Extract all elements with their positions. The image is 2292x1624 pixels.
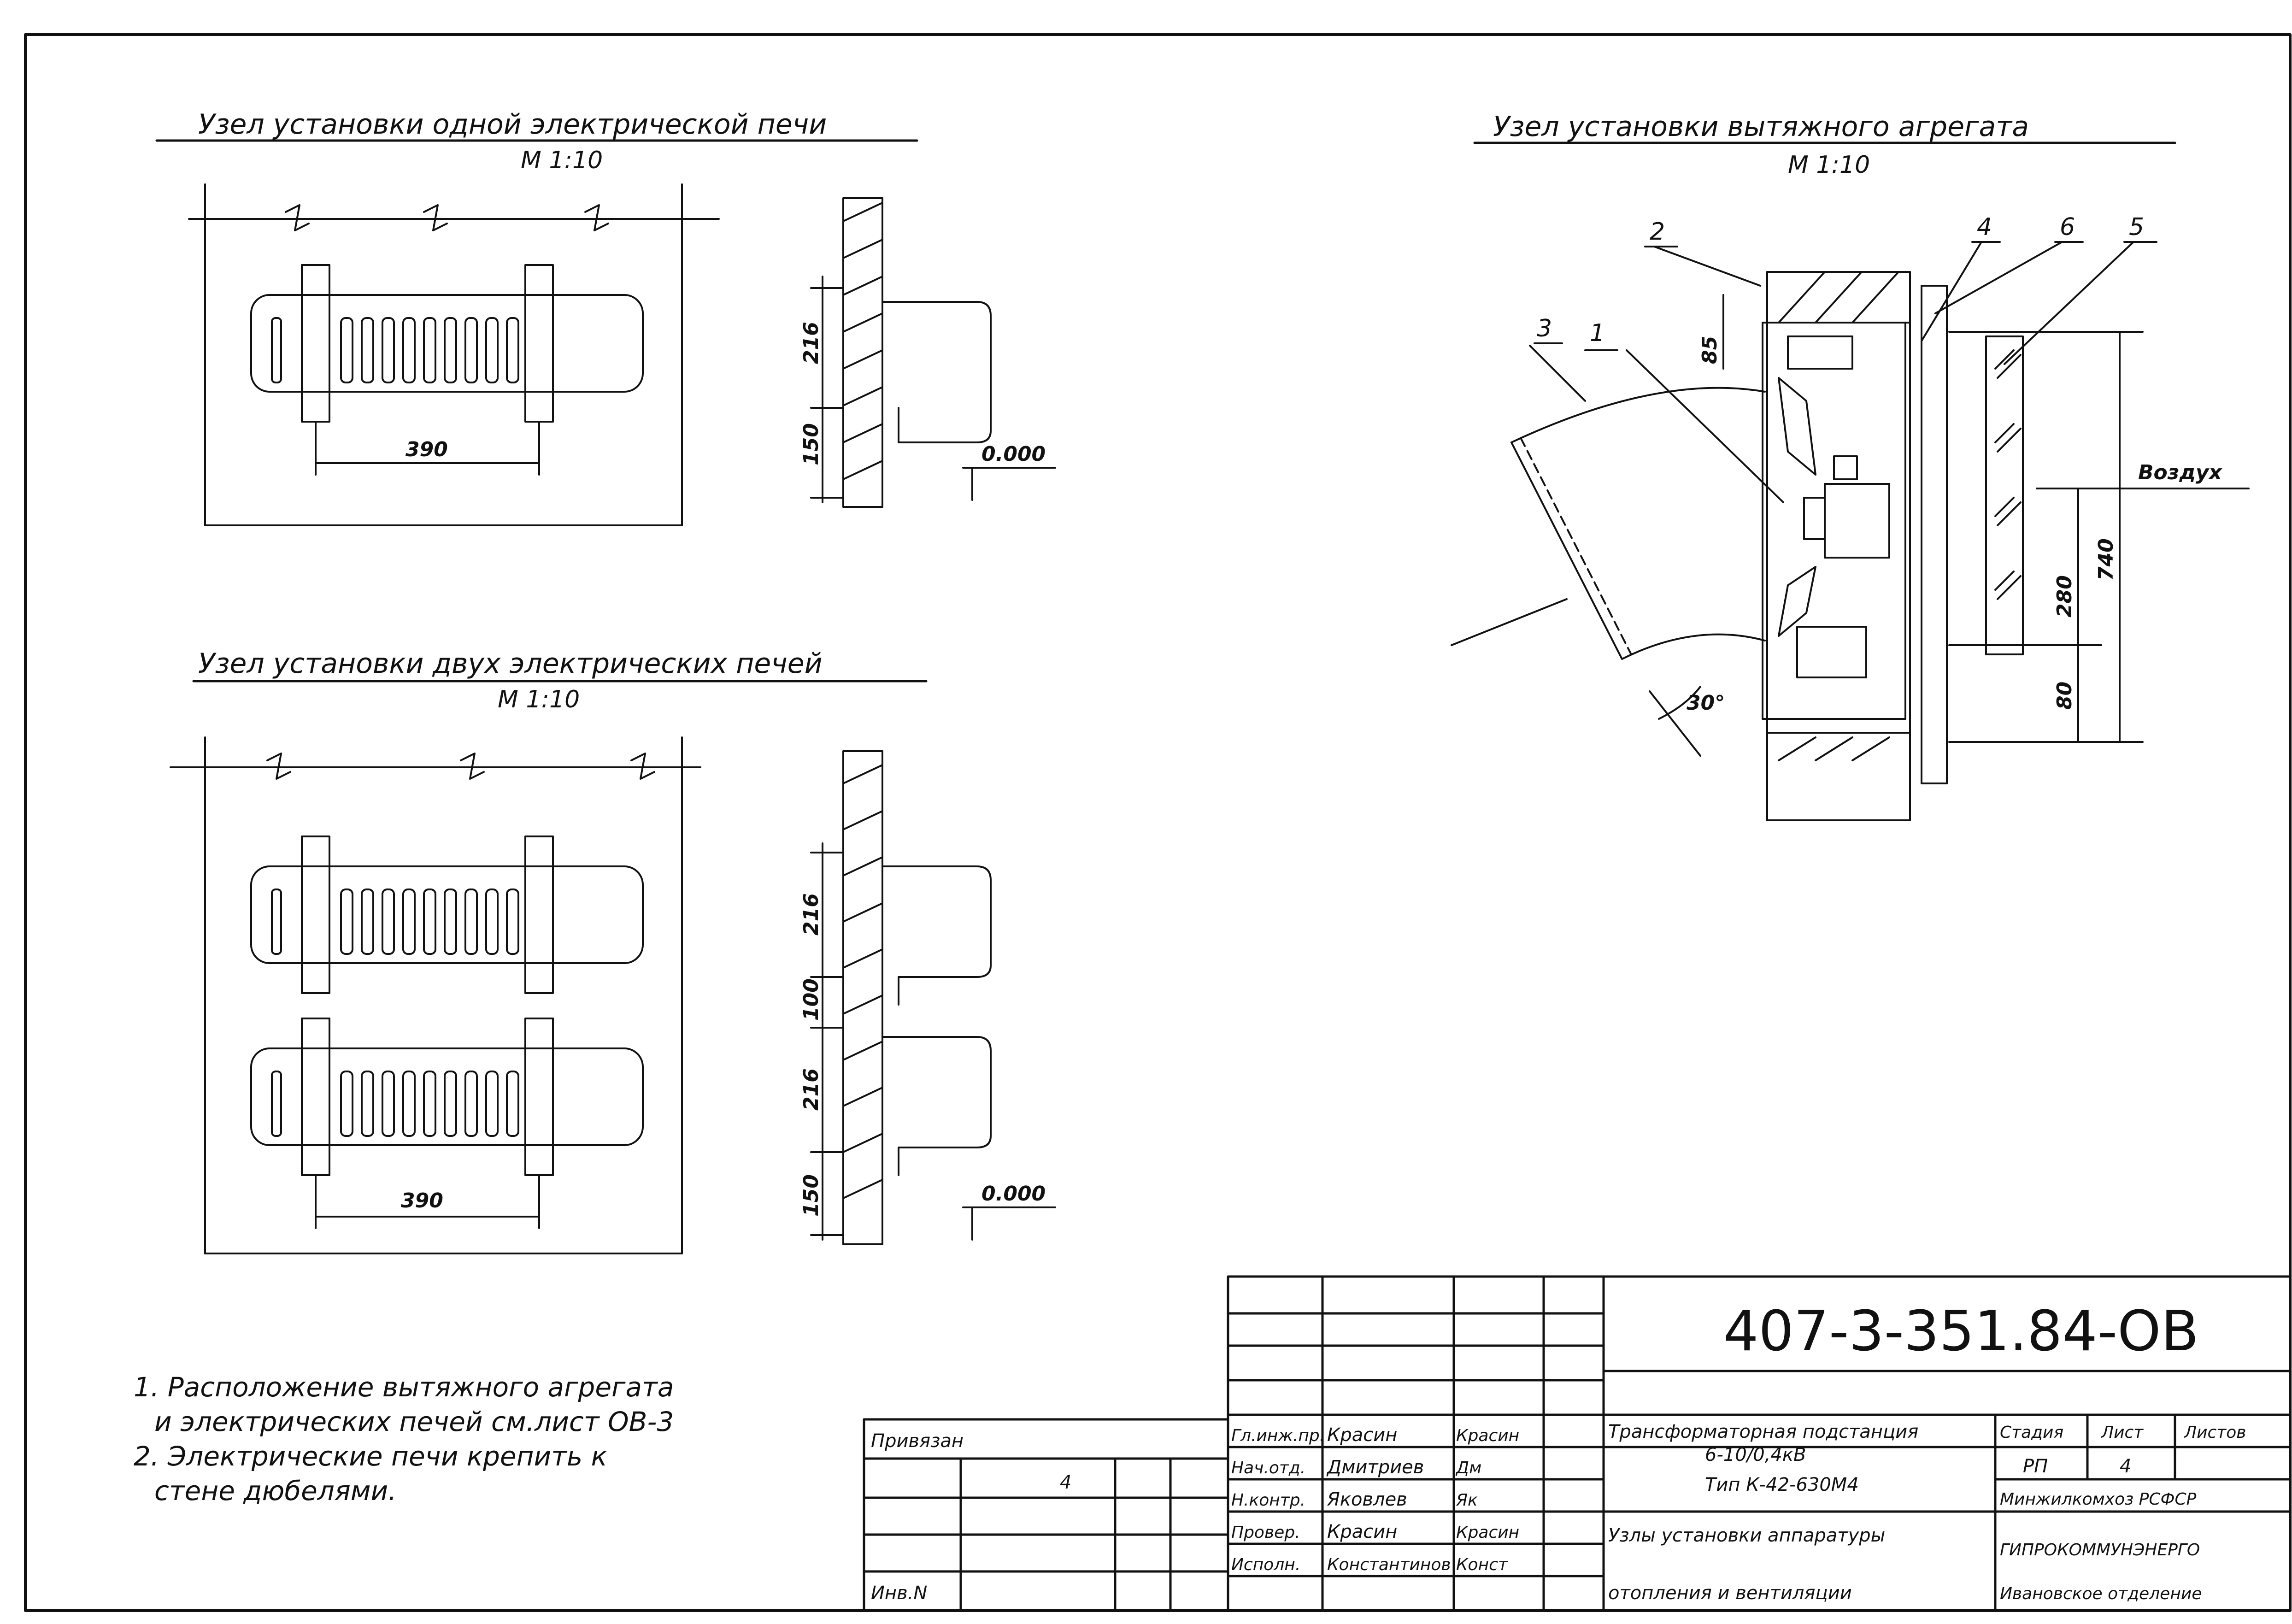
view-two-heaters-scale: М 1:10 (498, 686, 580, 713)
one-heater-dim-150: 150 (799, 423, 823, 465)
tied-mark: 4 (1060, 1472, 1071, 1493)
sheet-title-2: отопления и вентиляции (1608, 1583, 1852, 1604)
project-line-1: Трансформаторная подстанция (1608, 1421, 1918, 1442)
role-2: Н.контр. (1231, 1491, 1305, 1510)
name-1: Дмитриев (1326, 1457, 1424, 1478)
callout-5: 5 (2129, 213, 2144, 241)
two-heaters-dim-h3: 216 (799, 1068, 823, 1111)
callout-6: 6 (2060, 213, 2075, 241)
sign-2: Як (1456, 1491, 1478, 1510)
view-two-heaters-title: Узел установки двух электрических печей (198, 647, 823, 680)
sign-4: Конст (1456, 1555, 1508, 1574)
sheet-title-1: Узлы установки аппаратуры (1608, 1525, 1885, 1546)
callout-4: 4 (1977, 213, 1992, 241)
view-one-heater-title: Узел установки одной электрической печи (198, 108, 827, 141)
sheets-header: Листов (2183, 1423, 2246, 1442)
sheet-header: Лист (2100, 1423, 2144, 1442)
two-heaters-dim-h1: 216 (799, 893, 823, 936)
exhaust-air-label: Воздух (2138, 461, 2223, 484)
role-1: Нач.отд. (1231, 1459, 1305, 1477)
exhaust-dim-85: 85 (1698, 336, 1722, 364)
two-heaters-dim-h4: 150 (799, 1174, 823, 1217)
signature-rows: Гл.инж.пр. Красин Красин Нач.отд. Дмитри… (1231, 1424, 1519, 1574)
one-heater-dim-width: 390 (406, 438, 448, 461)
callout-2: 2 (1650, 218, 1665, 246)
name-4: Константинов (1327, 1555, 1451, 1574)
exhaust-unit-drawing (1451, 241, 2250, 821)
role-3: Провер. (1231, 1523, 1300, 1542)
doc-code: 407-3-351.84-ОВ (1723, 1300, 2199, 1364)
one-heater-plan (188, 183, 720, 526)
sign-0: Красин (1456, 1426, 1519, 1445)
view-exhaust-unit-scale: М 1:10 (1788, 151, 1870, 179)
stage-value: РП (2023, 1456, 2048, 1477)
org-line-2: ГИПРОКОММУНЭНЕРГО (2000, 1541, 2200, 1559)
note-line-1: 1. Расположение вытяжного агрегата (134, 1371, 674, 1403)
callout-1: 1 (1590, 319, 1605, 347)
name-0: Красин (1327, 1424, 1397, 1446)
project-line-2: 6-10/0,4кВ (1705, 1444, 1806, 1465)
callout-3: 3 (1537, 315, 1552, 342)
org-line-3: Ивановское отделение (2000, 1584, 2202, 1603)
two-heaters-dim-width: 390 (401, 1189, 443, 1212)
two-heaters-level: 0.000 (981, 1182, 1046, 1206)
sign-3: Красин (1456, 1523, 1519, 1542)
view-one-heater: Узел установки одной электрической печи … (155, 108, 1056, 526)
name-3: Красин (1327, 1521, 1397, 1542)
one-heater-level: 0.000 (981, 442, 1046, 466)
exhaust-dim-740: 740 (2094, 538, 2118, 581)
name-2: Яковлев (1327, 1489, 1407, 1510)
stage-header: Стадия (2000, 1423, 2063, 1442)
tied-label: Привязан (871, 1430, 964, 1452)
inv-label: Инв.N (871, 1583, 927, 1604)
exhaust-dim-280: 280 (2053, 575, 2076, 618)
one-heater-section (810, 197, 1056, 508)
view-exhaust-unit-title: Узел установки вытяжного агрегата (1493, 111, 2029, 143)
sign-1: Дм (1455, 1459, 1481, 1477)
two-heaters-dim-h2: 100 (799, 978, 823, 1021)
view-one-heater-scale: М 1:10 (521, 147, 603, 174)
role-4: Исполн. (1231, 1555, 1300, 1574)
one-heater-dim-216: 216 (799, 322, 823, 364)
org-line-1: Минжилкомхоз РСФСР (2000, 1490, 2197, 1509)
project-line-3: Тип К-42-630М4 (1705, 1474, 1859, 1495)
two-heaters-section (810, 750, 1056, 1245)
exhaust-angle: 30° (1687, 691, 1725, 715)
view-exhaust-unit: Узел установки вытяжного агрегата М 1:10 (1451, 111, 2250, 821)
sheet-value: 4 (2120, 1456, 2131, 1477)
two-heaters-plan (170, 736, 701, 1254)
note-line-4: стене дюбелями. (154, 1475, 397, 1506)
role-0: Гл.инж.пр. (1231, 1426, 1325, 1445)
note-line-3: 2. Электрические печи крепить к (134, 1441, 607, 1472)
notes: 1. Расположение вытяжного агрегата и эле… (134, 1371, 674, 1506)
exhaust-dim-80: 80 (2053, 682, 2076, 710)
title-block (863, 1275, 2292, 1612)
note-line-2: и электрических печей см.лист ОВ-3 (154, 1406, 674, 1437)
view-two-heaters: Узел установки двух электрических печей … (170, 647, 1056, 1254)
